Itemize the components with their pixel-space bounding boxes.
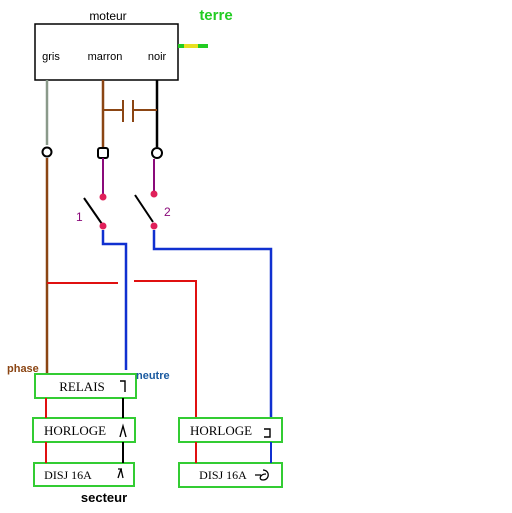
switch2-label: 2: [164, 205, 171, 219]
phase-label: phase: [7, 363, 39, 375]
gray-terminal: [41, 146, 53, 158]
disj-left-label: DISJ 16A: [44, 468, 92, 482]
relais-label: RELAIS: [59, 379, 105, 394]
motor-title: moteur: [89, 9, 126, 23]
horloge-right-box: [178, 417, 283, 443]
horloge-right-label: HORLOGE: [190, 423, 252, 438]
motor-wire-label-marron: marron: [88, 51, 123, 63]
switch2-blue-wire: [152, 230, 273, 420]
switch1-label: 1: [76, 210, 83, 224]
horloge-right-terminal-mark: [264, 428, 271, 438]
motor-box: [34, 23, 179, 81]
disj-right-terminal-mark: [255, 469, 269, 481]
disj-right-label: DISJ 16A: [199, 468, 247, 482]
switch1-contact-top: [99, 193, 107, 201]
secteur-label: secteur: [81, 490, 127, 505]
horloge-left-terminal-mark: [119, 423, 127, 438]
black-terminal: [151, 147, 163, 159]
switch1-blade: [83, 197, 103, 225]
disj-right-box: [178, 462, 283, 488]
relais-terminal-mark: [120, 380, 126, 392]
relais-box: [34, 373, 137, 399]
disj-left-box: [33, 462, 135, 487]
motor-wire-label-gris: gris: [42, 51, 60, 63]
brown-terminal: [97, 147, 109, 159]
disj-left-terminal-mark: [117, 468, 124, 479]
earth-label: terre: [199, 7, 232, 24]
switch1-contact-bottom: [99, 222, 107, 230]
horloge-left-box: [32, 417, 136, 443]
horloge-left-label: HORLOGE: [44, 423, 106, 438]
switch1-blue-wire: [101, 230, 128, 370]
red-wire-right: [134, 280, 197, 420]
switch2-blade: [134, 194, 154, 223]
switch2-contact-top: [150, 190, 158, 198]
motor-wire-label-noir: noir: [148, 51, 167, 63]
switch2-contact-bottom: [150, 222, 158, 230]
neutre-label: neutre: [136, 370, 170, 382]
